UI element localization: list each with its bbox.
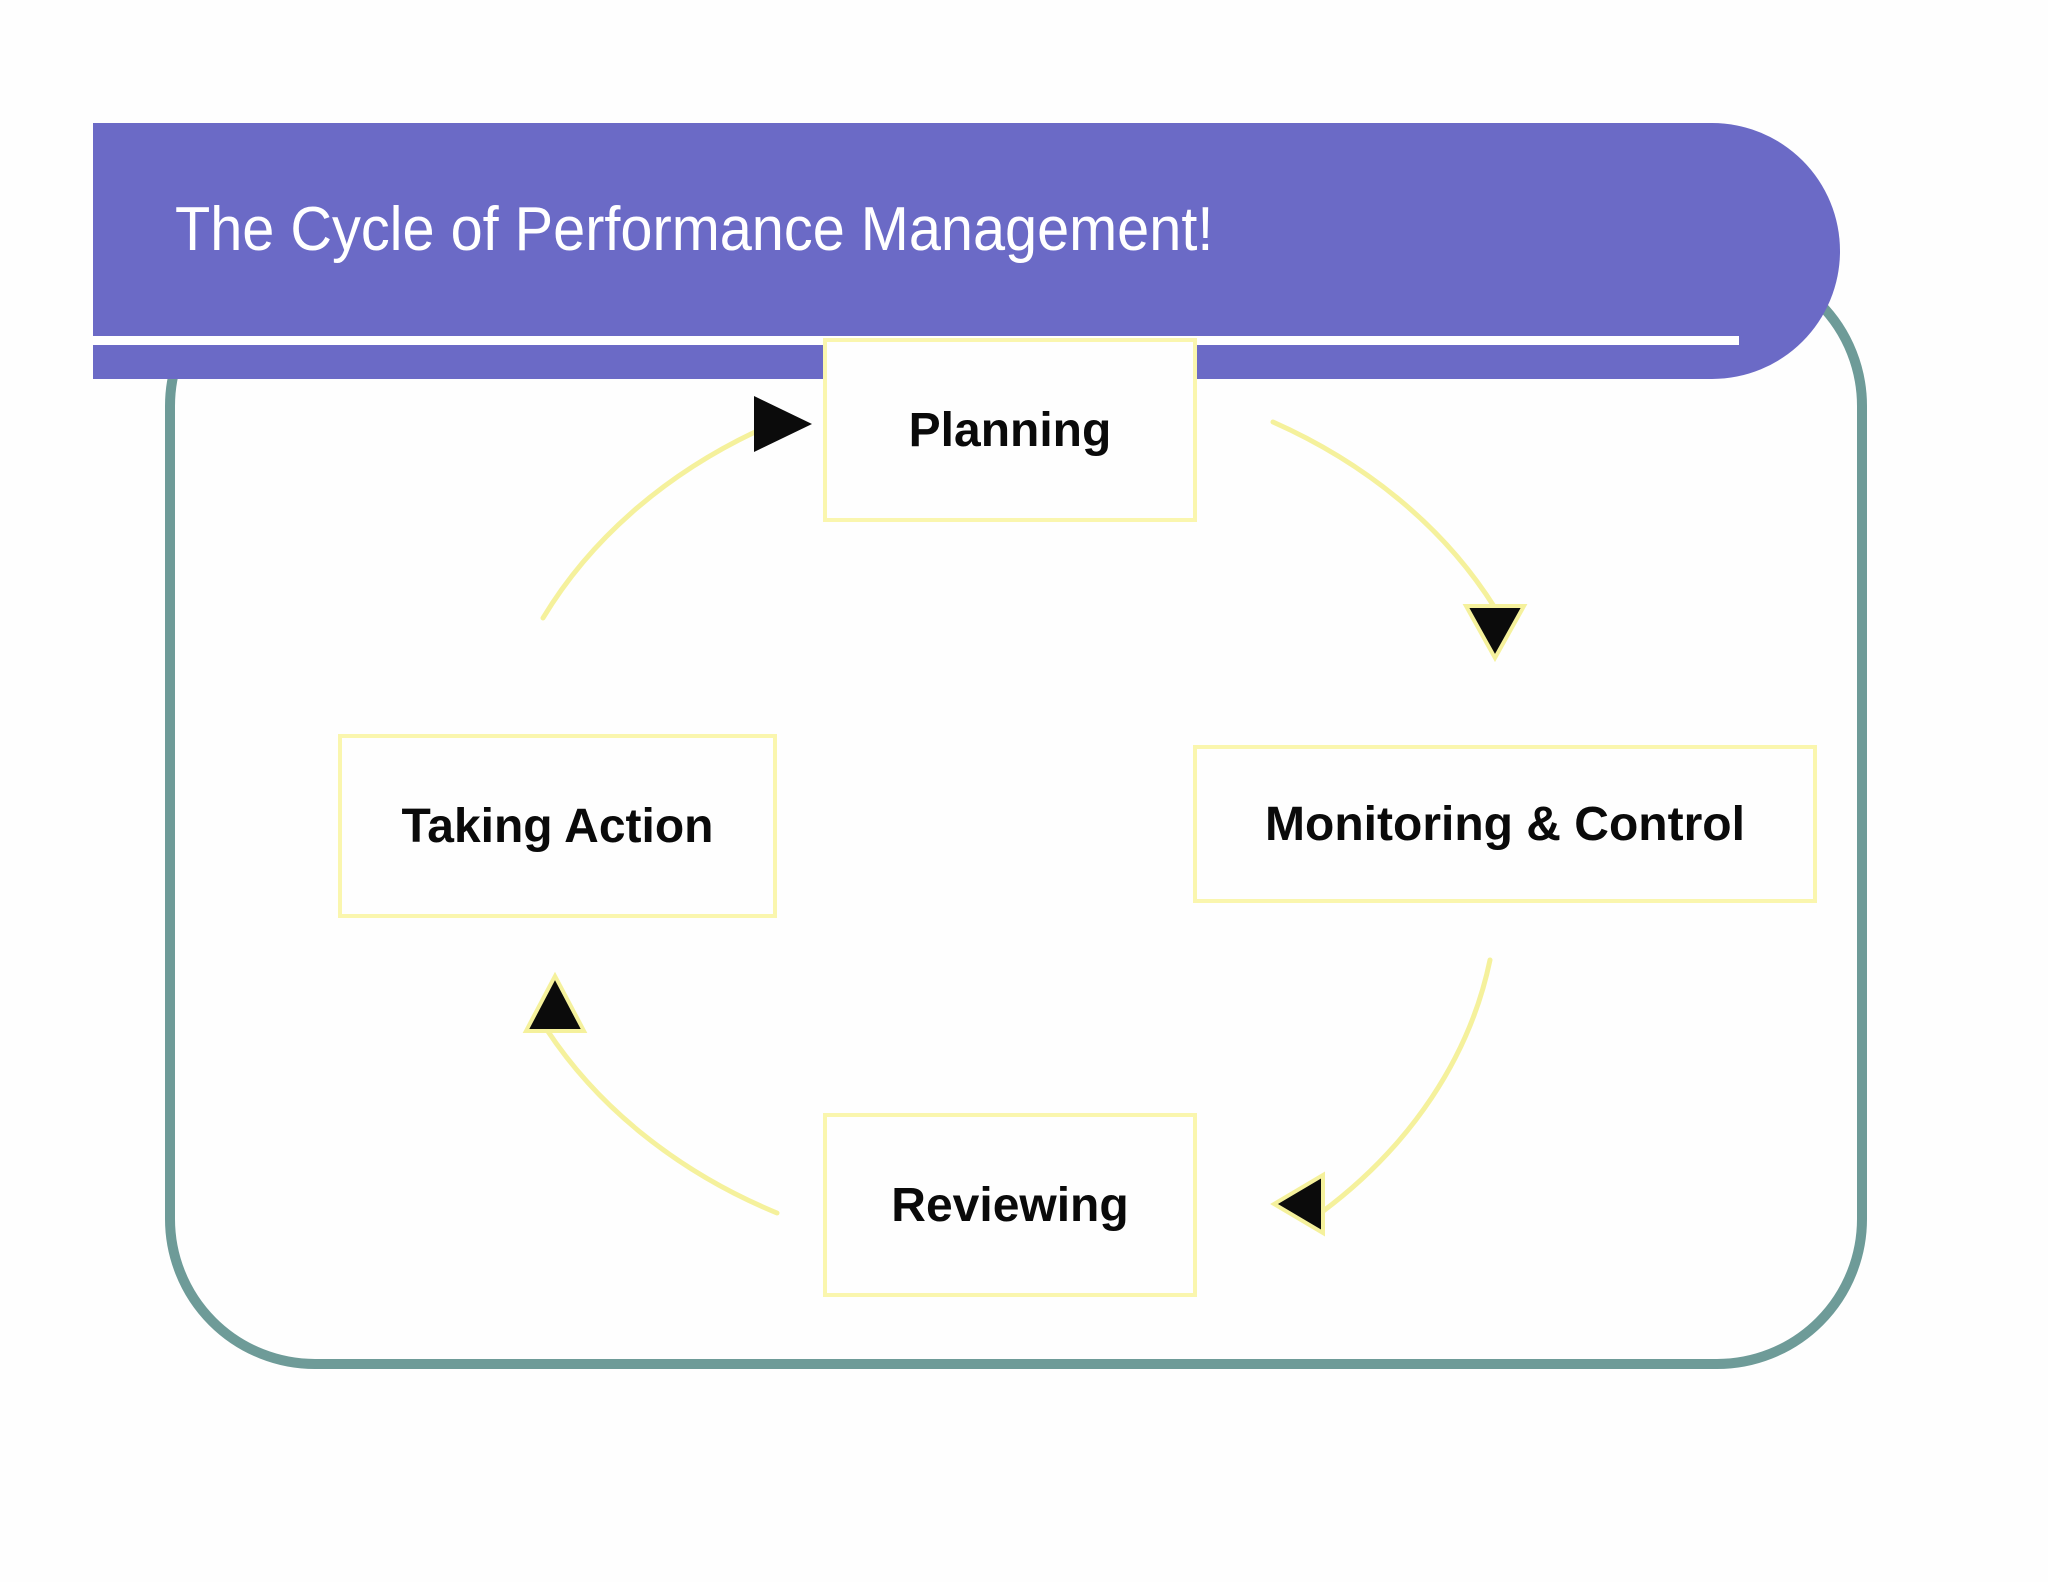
node-monitoring-control: Monitoring & Control (1193, 745, 1817, 903)
arc-reviewing-to-taking-action (544, 1027, 780, 1216)
arc-taking-action-to-planning (540, 429, 758, 621)
arc-planning-to-monitoring (1270, 419, 1498, 611)
page-title: The Cycle of Performance Management! (175, 195, 1214, 264)
node-planning: Planning (823, 338, 1197, 522)
arrow-up-icon (522, 971, 588, 1033)
node-taking-action: Taking Action (338, 734, 777, 918)
arrow-left-icon (1270, 1171, 1325, 1237)
node-reviewing-label: Reviewing (891, 1178, 1129, 1232)
title-banner: The Cycle of Performance Management! (93, 123, 1840, 379)
arrow-down-icon (1462, 604, 1528, 663)
node-planning-label: Planning (908, 403, 1112, 457)
node-taking-action-label: Taking Action (401, 799, 714, 853)
node-monitoring-control-label: Monitoring & Control (1265, 797, 1745, 851)
node-reviewing: Reviewing (823, 1113, 1197, 1297)
arrow-right-icon (754, 396, 812, 452)
arc-monitoring-to-reviewing (1319, 957, 1493, 1215)
